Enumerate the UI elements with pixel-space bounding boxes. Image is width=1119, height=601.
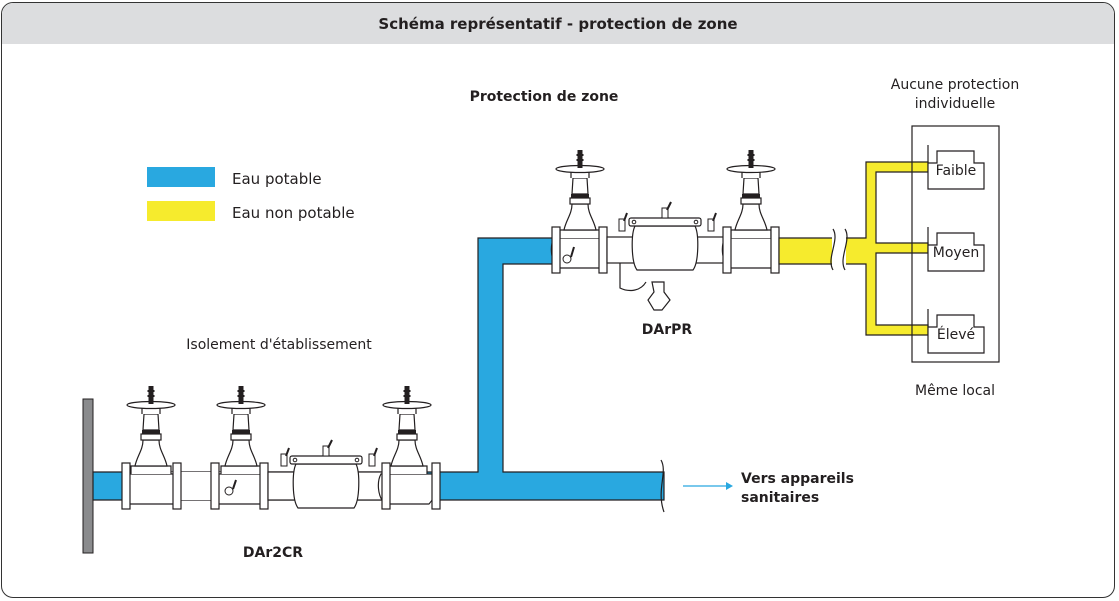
- check-valve-body-1: [289, 439, 363, 509]
- label-vers-2: sanitaires: [741, 490, 819, 506]
- label-protection-zone: Protection de zone: [470, 89, 619, 105]
- dar2cr-assembly: [121, 385, 441, 510]
- relief-valve-body: [628, 201, 702, 271]
- fixture-label-moyen: Moyen: [933, 245, 979, 261]
- fixture-label-eleve: Élevé: [937, 326, 975, 343]
- darpr-assembly: [550, 149, 781, 311]
- label-meme-local: Même local: [915, 383, 995, 399]
- legend-label-potable: Eau potable: [232, 170, 322, 188]
- fixture-faible: Faible: [927, 144, 985, 190]
- label-darpr: DArPR: [642, 322, 693, 338]
- fixture-moyen: Moyen: [927, 226, 985, 272]
- legend-swatch-non-potable: [147, 201, 215, 221]
- label-vers-1: Vers appareils: [741, 471, 854, 487]
- legend-swatch-potable: [147, 167, 215, 187]
- label-dar2cr: DAr2CR: [243, 545, 303, 561]
- potable-pipe: [92, 237, 665, 501]
- wall: [82, 398, 94, 554]
- same-room-box: [911, 125, 1000, 363]
- label-isolement: Isolement d'établissement: [186, 337, 372, 353]
- diagram-title: Schéma représentatif - protection de zon…: [378, 14, 738, 33]
- arrow-head-icon: [726, 482, 733, 490]
- gate-valve-1: [121, 385, 181, 505]
- label-aucune-1: Aucune protection: [891, 77, 1019, 93]
- fixture-eleve: Élevé: [927, 308, 985, 354]
- fixture-label-faible: Faible: [936, 163, 977, 179]
- pipe-break-potable: [660, 459, 665, 513]
- label-aucune-2: individuelle: [915, 96, 995, 112]
- header-bar: Schéma représentatif - protection de zon…: [2, 3, 1114, 44]
- pipe-break-non-potable: [830, 228, 848, 271]
- non-potable-pipe: [778, 161, 929, 336]
- legend-label-non-potable: Eau non potable: [232, 204, 355, 222]
